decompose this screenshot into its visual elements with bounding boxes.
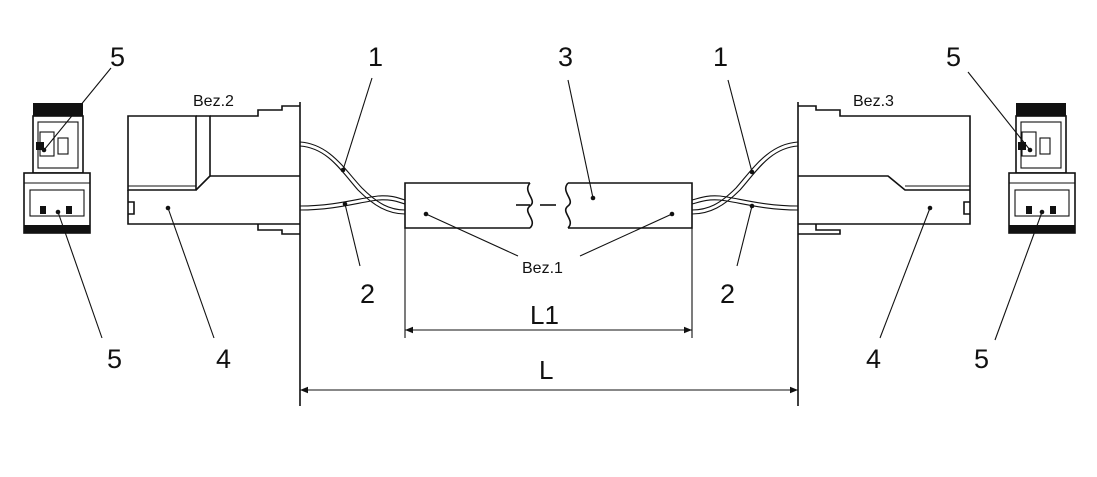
callout-right-1: 1 [713,42,728,72]
left-end-view-connector [23,103,91,234]
callout-right-2: 2 [720,279,735,309]
callout-right-4: 4 [866,344,881,374]
right-end-view-connector [1008,103,1076,234]
callout-right-top-5: 5 [946,42,961,72]
dimension-label-l1: L1 [530,300,559,330]
cable-body [404,182,693,229]
callout-left-4: 4 [216,344,231,374]
callout-left-top-5: 5 [110,42,125,72]
callout-right-bottom-5: 5 [974,344,989,374]
callout-left-bottom-5: 5 [107,344,122,374]
callout-left-2: 2 [360,279,375,309]
dimension-label-l: L [539,355,553,385]
left-connector-housing [127,102,301,406]
designation-bez1: Bez.1 [522,260,563,277]
designation-bez3: Bez.3 [853,93,894,110]
callout-center-3: 3 [558,42,573,72]
designation-bez2: Bez.2 [193,93,234,110]
callout-left-1: 1 [368,42,383,72]
right-connector-housing [797,102,971,406]
leader-lines [41,67,1045,341]
left-wires [299,141,406,215]
dimension-l1 [404,228,693,338]
right-wires [691,141,799,215]
